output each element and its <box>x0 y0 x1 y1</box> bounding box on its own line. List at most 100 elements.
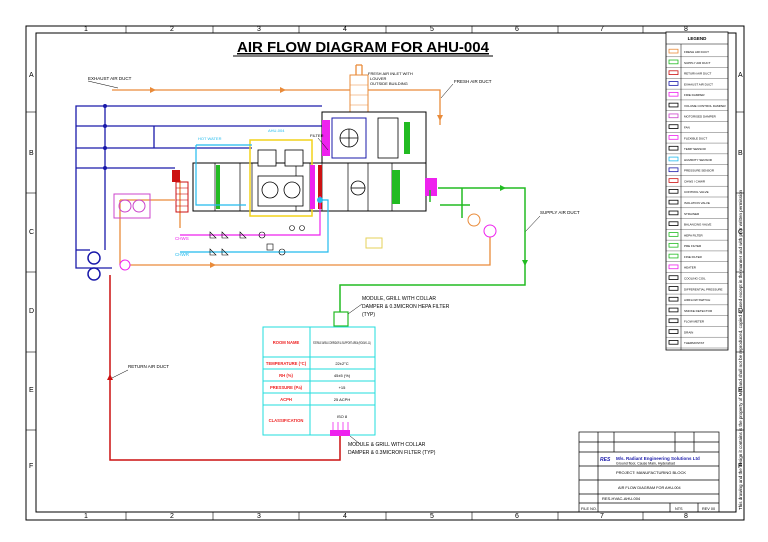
hepa-filter-bar <box>392 170 400 204</box>
legend-symbol-icon <box>668 59 679 65</box>
col-label: 4 <box>343 513 347 520</box>
return-air-leader <box>111 369 129 379</box>
supply-box <box>365 237 383 249</box>
col-label: 7 <box>600 26 604 33</box>
legend-item-label: CHWS / CHWR <box>684 179 706 183</box>
heater-bar <box>425 178 437 196</box>
row-label: A <box>29 72 34 79</box>
legend-item-label: CONTROL VALVE <box>684 190 709 194</box>
legend-symbol-icon <box>668 242 679 248</box>
grid-columns-bottom: 1 2 3 4 5 6 7 8 <box>84 513 688 520</box>
room-data-table <box>262 326 376 436</box>
return-filter-bar <box>318 165 322 209</box>
fresh-air-label: FRESH AIR DUCT <box>454 79 492 84</box>
legend-symbol-icon <box>668 275 679 280</box>
legend-symbol-icon <box>668 232 679 237</box>
supply-module-top <box>333 311 349 327</box>
col-label: 6 <box>515 26 519 33</box>
table-values: STERILE AREA CORRIDOR & SUPPORT AREA (RO… <box>313 340 371 419</box>
legend-item-label: DIFFERENTIAL PRESSURE <box>684 287 723 291</box>
chw-junction <box>317 197 323 203</box>
title-block <box>578 431 720 513</box>
ahu-label: AHU-004 <box>268 128 285 133</box>
supply-fan-icon <box>467 213 481 227</box>
legend-item-label: SMOKE DETECTOR <box>684 309 713 313</box>
col-label: 4 <box>343 26 347 33</box>
col-label: 1 <box>84 513 88 520</box>
legend-item-label: VOLUME CONTROL DAMPER <box>684 104 727 108</box>
row-label: F <box>29 463 33 470</box>
legend-rows: FRESH AIR DUCT SUPPLY AIR DUCT RETURN AIR … <box>666 48 728 349</box>
exhaust-air-label: EXHAUST AIR DUCT <box>88 76 132 81</box>
file-number: FILE NO. <box>581 507 597 511</box>
col-label: 8 <box>684 26 688 33</box>
fresh-air-inlet-label-2: LOUVER <box>370 76 387 81</box>
row-label: D <box>29 308 34 315</box>
legend-item-label: AIRFLOW SWITCH <box>684 298 710 302</box>
row-label: B <box>29 150 34 157</box>
legend-symbol-icon <box>668 199 679 205</box>
ahu-fan-block <box>257 175 304 207</box>
fan-icon <box>118 199 132 213</box>
ahu-top-fan-icon <box>339 128 359 148</box>
supply-sensor-icon <box>483 224 497 238</box>
legend-item-label: HUMIDITY SENSOR <box>684 158 713 162</box>
legend-symbol-icon <box>668 221 679 226</box>
supply-air-network <box>339 187 526 316</box>
project-name: PROJECT: MANUFACTURING BLOCK <box>616 470 686 475</box>
chws-chwr-lines <box>180 144 329 253</box>
row-label: C <box>738 229 743 236</box>
company-name: M/s. Radiant Engineering Solutions Ltd <box>616 456 700 461</box>
table-row-value: 22±2°C <box>335 361 348 366</box>
grid-ticks <box>26 26 744 520</box>
legend-symbol-icon <box>668 48 679 54</box>
legend-item-label: SUPPLY AIR DUCT <box>684 61 711 65</box>
table-row-label: ACPH <box>280 397 292 402</box>
fine-filter-bar <box>310 165 315 209</box>
company-logo: RES <box>600 457 611 463</box>
module-top-label-1: MODULE, GRILL WITH COLLAR <box>362 296 436 302</box>
col-label: 2 <box>170 26 174 33</box>
legend-item-label: HEATER <box>684 266 697 270</box>
legend-item-label: PRE FILTER <box>684 244 702 248</box>
row-label: A <box>738 72 743 79</box>
return-air-arrows <box>107 374 113 380</box>
legend-symbol-icon <box>668 156 679 162</box>
col-label: 6 <box>515 513 519 520</box>
module-bottom-label-2: DAMPER & 0.3MICRON FILTER (TYP) <box>348 450 436 456</box>
ahu-top-coil <box>377 117 399 159</box>
supply-air-label: SUPPLY AIR DUCT <box>540 210 580 215</box>
table-row-label: TEMPERATURE (°C) <box>266 361 307 366</box>
fan-icon <box>132 199 146 213</box>
module-top-leader <box>347 303 363 315</box>
legend-symbol-icon <box>668 81 679 86</box>
legend-item-label: DRAIN <box>684 330 693 334</box>
legend-item-label: FRESH AIR DUCT <box>684 50 709 54</box>
table-row-label: CLASSIFICATION <box>269 418 304 423</box>
legend-symbol-icon <box>668 145 679 151</box>
col-label: 5 <box>430 513 434 520</box>
return-air-network <box>109 275 341 461</box>
legend-symbol-icon <box>668 189 679 194</box>
legend-symbol-icon <box>668 167 679 173</box>
ahu-fan-icon <box>261 181 301 199</box>
legend-symbol-icon <box>668 340 679 345</box>
supply-air-leader <box>524 215 541 233</box>
table-row-label: RH (%) <box>279 373 293 378</box>
legend-symbol-icon <box>668 286 679 291</box>
drawing-title: AIR FLOW DIAGRAM FOR AHU-004 <box>618 486 681 490</box>
legend-item-label: FLEXIBLE DUCT <box>684 136 707 140</box>
return-sensor-2 <box>87 267 101 281</box>
sheet-border-inner <box>35 32 737 513</box>
legend-item-label: BALANCING VALVE <box>684 223 711 227</box>
supply-air-arrows <box>500 185 528 266</box>
fresh-air-leader <box>440 83 454 99</box>
ahu-top-filter-2 <box>404 122 410 154</box>
legend-item-label: FLOW METER <box>684 320 705 324</box>
col-label: 7 <box>600 513 604 520</box>
legend-item-label: RETURN AIR DUCT <box>684 72 712 76</box>
legend-symbol-icon <box>668 70 679 75</box>
ahu-top-filter <box>322 120 330 156</box>
return-damper-icon <box>119 259 131 271</box>
